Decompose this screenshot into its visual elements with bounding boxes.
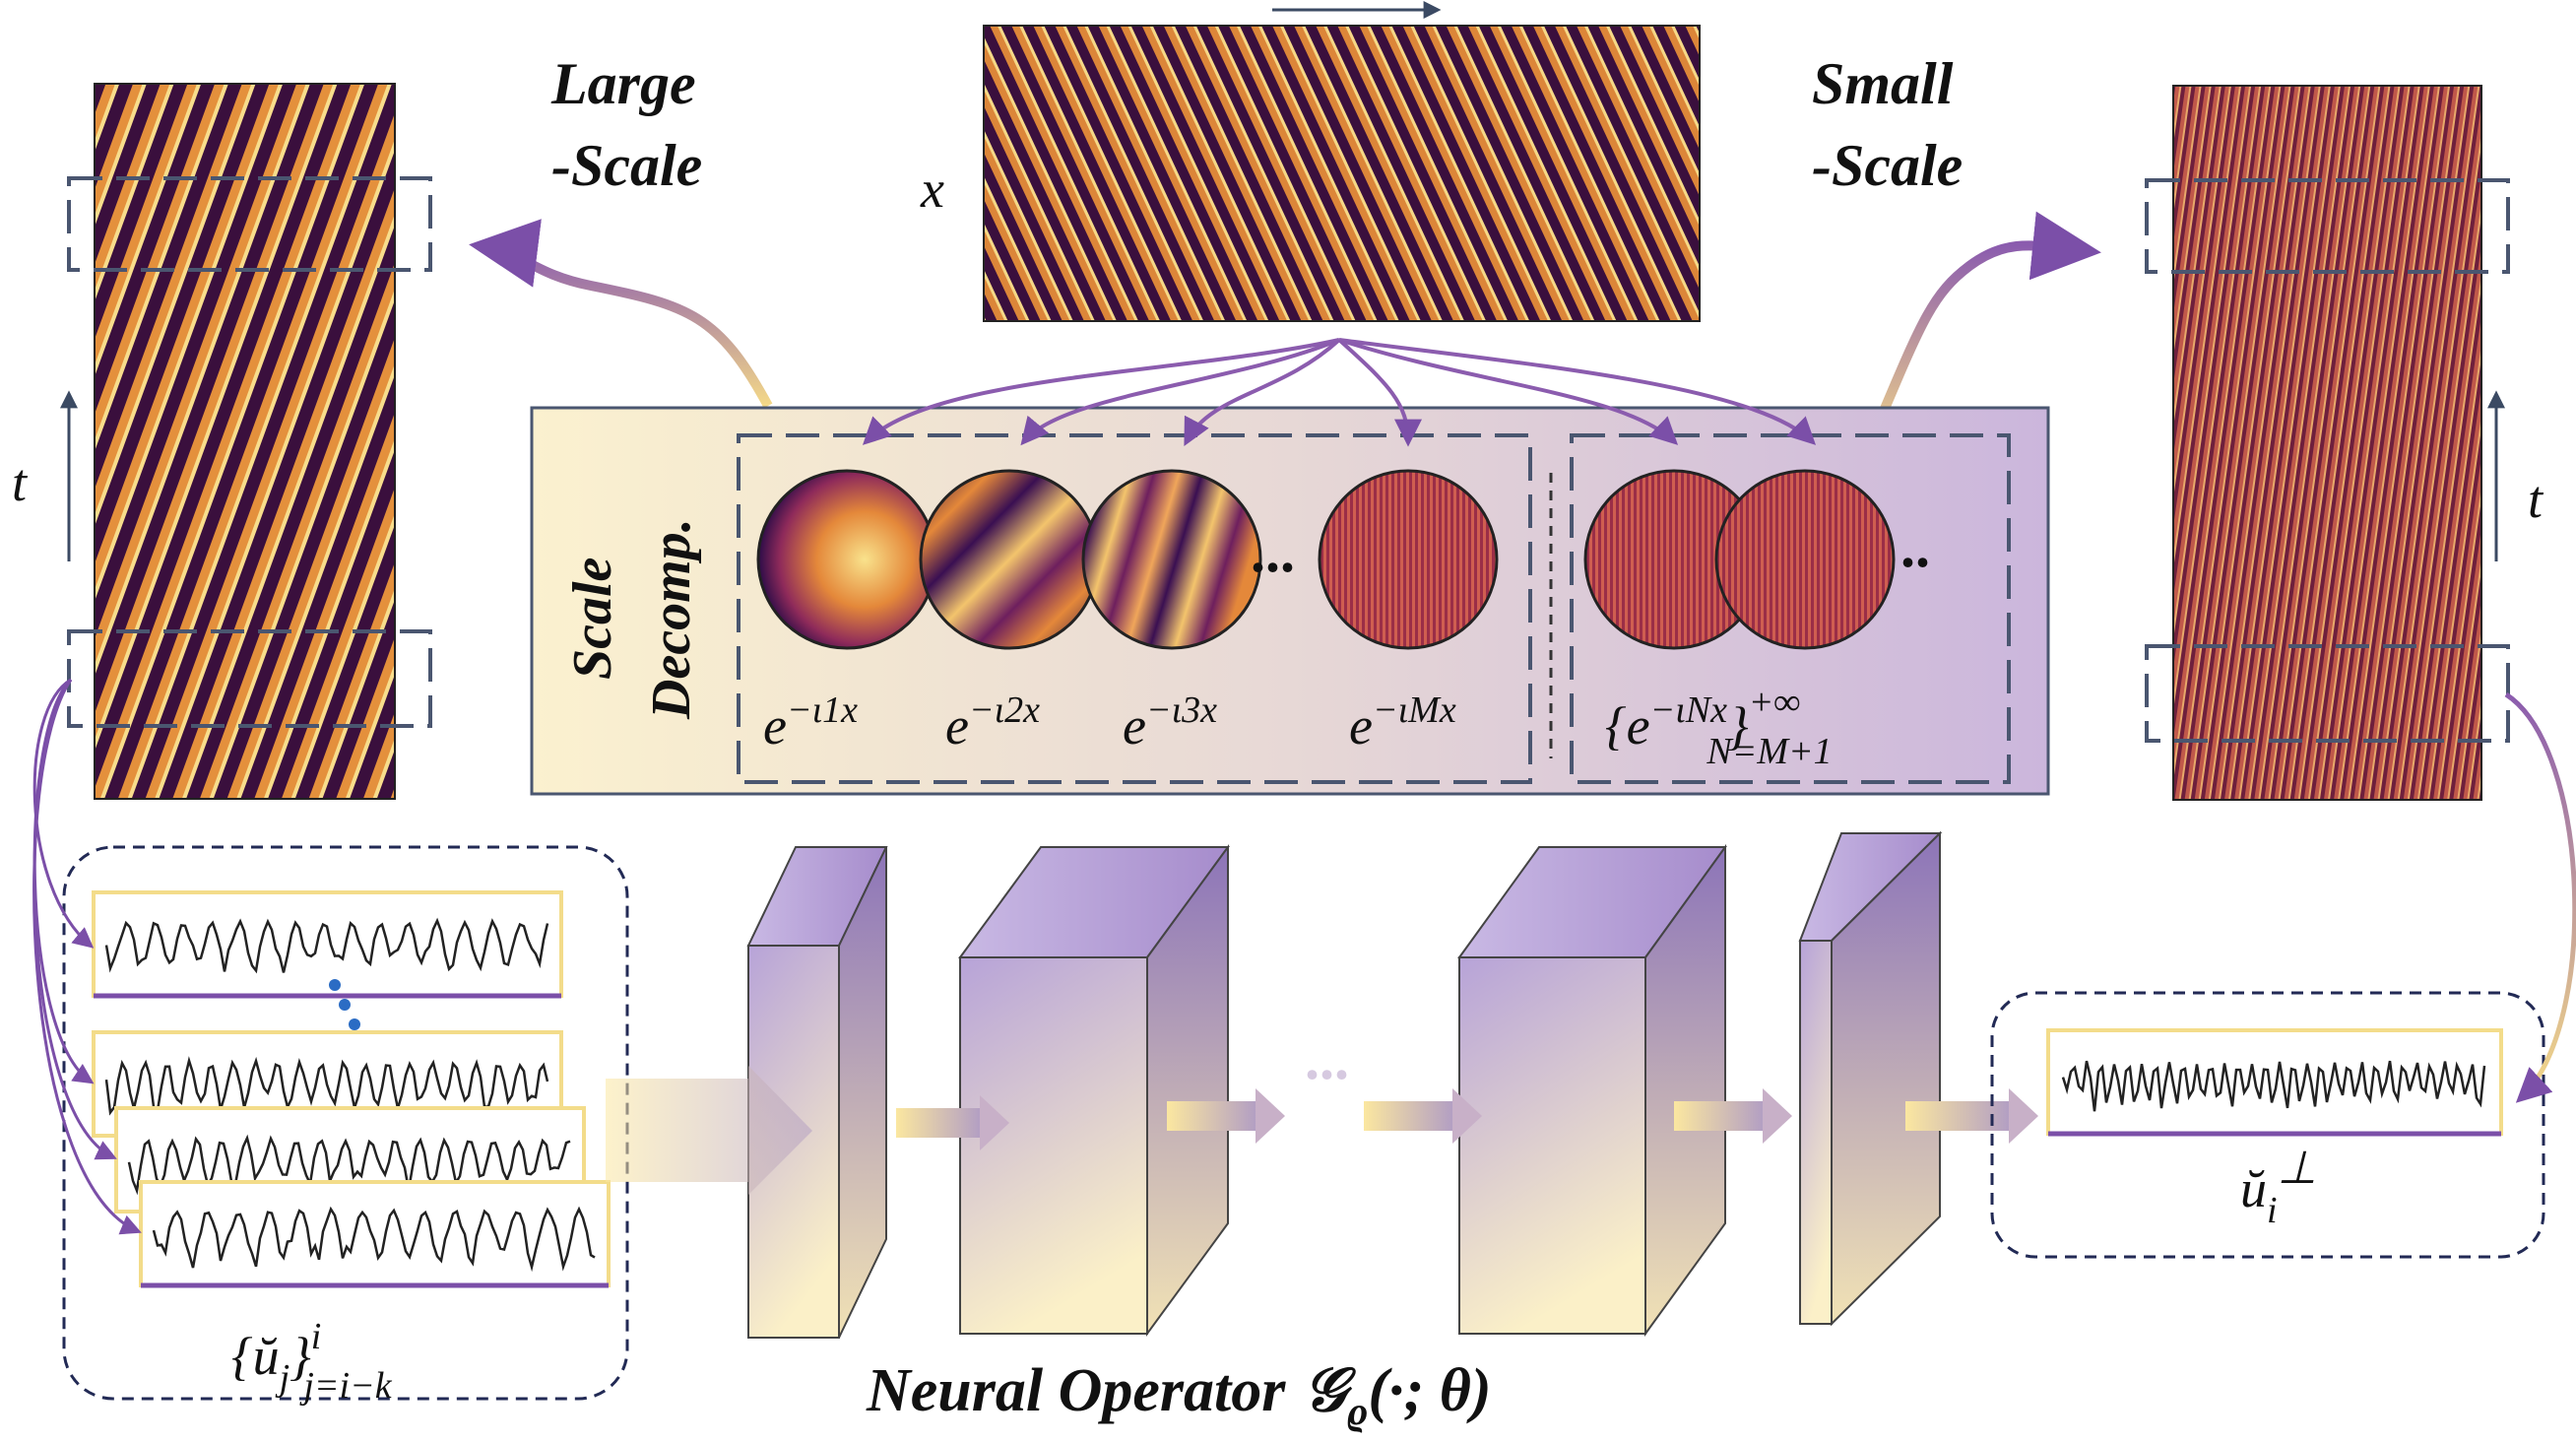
feed-arrow-4	[32, 679, 142, 1235]
large-scale-label-2: -Scale	[551, 133, 702, 198]
spacetime-field-large-scale	[94, 83, 396, 800]
window-bottom-left	[67, 629, 432, 728]
high-mode-label: {e−ιNx}+∞N=M+1	[1605, 682, 1833, 772]
flow-arrow-3-head	[1452, 1088, 1482, 1144]
decomp-arrow-3	[1184, 338, 1341, 446]
flow-arrows: ...	[606, 1026, 2038, 1195]
flow-arrow-4-head	[1763, 1088, 1792, 1144]
large-scale-label-1: Large	[550, 51, 696, 116]
feed-arrow-1	[32, 678, 95, 949]
decomp-arrow-2	[1020, 338, 1340, 446]
spacetime-field-top	[983, 25, 1701, 322]
mode-circle-3	[1081, 469, 1262, 650]
output-label: ŭi⊥	[2240, 1143, 2317, 1231]
flow-arrow-1-head	[980, 1095, 1009, 1150]
signal-wave-3	[127, 1134, 571, 1196]
decomp-arrow-n1	[1338, 338, 1679, 445]
signal-wave-2	[104, 1056, 549, 1116]
decomp-arrow-m	[1337, 338, 1422, 447]
window-top-left	[67, 176, 432, 272]
right-field-group: t	[2145, 85, 2544, 801]
modes-ellipsis: ...	[1251, 519, 1295, 584]
signal-wave-4	[152, 1206, 596, 1273]
small-scale-arrow	[1861, 211, 2101, 455]
t-axis-label-left: t	[12, 453, 29, 512]
decomp-arrow-n2	[1338, 338, 1817, 445]
output-dashed-box	[1990, 991, 2545, 1259]
flow-arrow-4	[1674, 1101, 1763, 1131]
input-feed-arrows	[32, 678, 142, 1235]
spacetime-field-small-scale	[2172, 85, 2482, 801]
output-group: ŭi⊥	[1990, 691, 2576, 1259]
flow-arrow-1	[896, 1108, 980, 1138]
flow-arrow-2	[1167, 1101, 1256, 1131]
large-scale-arrow	[469, 219, 773, 409]
mode-label-1: e−ι1x	[763, 689, 858, 755]
signal-wave-1	[104, 917, 549, 974]
flow-arrow-3	[1364, 1101, 1452, 1131]
layer-4-front	[1799, 940, 1833, 1325]
top-field-group: x	[920, 1, 1701, 322]
output-feed-arrow	[2504, 691, 2576, 1103]
decomp-arrows	[862, 338, 1817, 447]
mode-circle-1	[756, 469, 937, 650]
signal-card-4	[139, 1180, 611, 1287]
decomp-arrow-1	[862, 338, 1340, 445]
mode-circle-m	[1318, 469, 1499, 650]
dot-2	[339, 999, 351, 1011]
mode-label-3: e−ι3x	[1123, 689, 1217, 755]
dot-1	[329, 979, 341, 991]
scale-decomp-label-2: Decomp.	[641, 518, 702, 720]
dot-3	[349, 1018, 360, 1030]
scale-decomp-panel: Scale Decomp. ... .. e−ι1x e−ι2x e−ι3x e…	[530, 406, 2050, 796]
left-field-group: t	[12, 83, 432, 800]
flow-arrow-in	[606, 1066, 812, 1195]
high-modes-ellipsis: ..	[1900, 514, 1930, 579]
flow-arrow-2-head	[1256, 1088, 1285, 1144]
scale-decomp-label-1: Scale	[562, 558, 623, 680]
flow-arrow-5-head	[2009, 1088, 2038, 1144]
mode-label-2: e−ι2x	[945, 689, 1040, 755]
signal-card-1	[92, 890, 563, 998]
layer-2-front	[959, 956, 1148, 1335]
low-modes-box	[737, 433, 1532, 784]
window-top-right	[2145, 178, 2510, 274]
mode-circle-n2	[1714, 469, 1896, 650]
small-scale-label-1: Small	[1812, 51, 1954, 116]
x-axis-label: x	[920, 160, 944, 219]
mode-circle-2	[919, 469, 1100, 650]
mode-label-m: e−ιMx	[1349, 689, 1456, 755]
small-scale-label-2: -Scale	[1812, 133, 1963, 198]
output-signal-wave	[2061, 1060, 2486, 1112]
layers-ellipsis: ...	[1305, 1026, 1349, 1091]
layer-3-front	[1458, 956, 1646, 1335]
t-axis-label-right: t	[2528, 470, 2544, 529]
